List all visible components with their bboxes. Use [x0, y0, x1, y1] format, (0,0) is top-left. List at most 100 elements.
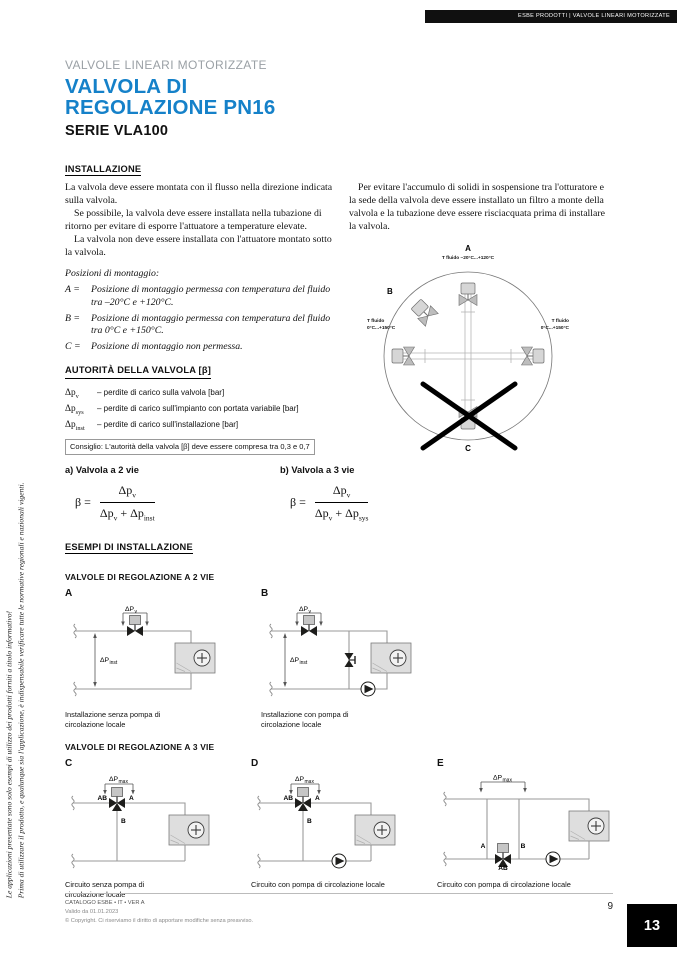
- dp-max-sub: max: [119, 778, 129, 784]
- formula-three-way-label: b) Valvola a 3 vie: [280, 464, 355, 475]
- def-row-dpsys: Δpsys – perdite di carico sull'impianto …: [65, 403, 333, 417]
- formula-three-way: b) Valvola a 3 vie β = Δpv Δpv + Δpsys: [280, 464, 369, 523]
- dp-max-label: ΔP: [493, 774, 503, 781]
- diagram-e: E: [437, 758, 613, 900]
- dp-max-sub: max: [503, 777, 513, 783]
- fraction: Δpv Δpv + Δpinst: [99, 483, 155, 523]
- control-valve-icon: [126, 614, 144, 637]
- installazione-right-column: Per evitare l'accumulo di solidi in sosp…: [349, 182, 612, 459]
- pipe-cross: [403, 289, 533, 422]
- position-item-b: B = Posizione di montaggio permessa con …: [65, 313, 333, 339]
- two-way-diagrams-row: A: [65, 588, 612, 730]
- mounting-label-b: B: [387, 287, 393, 296]
- dp-valve-dimension-arrow: [121, 612, 149, 626]
- beta-equals: β =: [75, 495, 91, 510]
- dp-max-label: ΔP: [109, 776, 119, 783]
- three-way-schematic-d: ΔP max AB A B: [257, 776, 396, 869]
- dp-inst-label: ΔP: [100, 657, 110, 664]
- control-valve-icon: [300, 614, 318, 637]
- autorita-heading: AUTORITÀ DELLA VALVOLA [β]: [65, 364, 212, 379]
- def-row-dpv: Δpv – perdite di carico sulla valvola [b…: [65, 387, 333, 401]
- footer-validity-line: Valido da 01.01.2023: [65, 908, 119, 915]
- dp-inst-dimension-arrow: [93, 632, 97, 687]
- delta-p-inst-symbol: Δpinst: [65, 419, 85, 432]
- diagram-c: C: [65, 758, 241, 900]
- dp-max-sub: max: [305, 778, 315, 784]
- three-way-valve-icon: [494, 842, 512, 868]
- beta-equals: β =: [290, 495, 306, 510]
- diagram-caption: Installazione senza pompa di circolazion…: [65, 709, 161, 729]
- port-ab-label: AB: [283, 795, 293, 802]
- port-b-label: B: [121, 818, 126, 825]
- three-way-schematic-e: ΔP max A B AB: [443, 774, 610, 872]
- valve-position-b-left-icon: [391, 346, 415, 366]
- dp-v-label: ΔP: [299, 606, 309, 613]
- two-way-subheading: VALVOLE DI REGOLAZIONE A 2 VIE: [65, 571, 215, 582]
- series-title: SERIE VLA100: [65, 123, 169, 140]
- side-disclaimer: Le applicazioni presentate sono solo ese…: [4, 482, 28, 898]
- port-b-label: B: [307, 818, 312, 825]
- diagram-letter: A: [65, 587, 73, 599]
- three-way-schematic-c: ΔP max AB A B: [71, 776, 210, 869]
- formula-two-way-expression: β = Δpv Δpv + Δpinst: [75, 483, 280, 523]
- diagram-b: B: [261, 588, 443, 730]
- chapter-tab: 13: [627, 904, 677, 947]
- position-key: B =: [65, 312, 81, 324]
- side-disclaimer-line2: Prima di utilizzare il prodotto, e qualu…: [16, 482, 26, 898]
- dp-max-dimension-arrow: [289, 783, 321, 795]
- fraction: Δpv Δpv + Δpsys: [314, 483, 369, 523]
- mounting-circle: [383, 271, 553, 441]
- fan-coil-unit-icon: [370, 642, 412, 674]
- section-esempi: ESEMPI DI INSTALLAZIONE VALVOLE DI REGOL…: [65, 537, 612, 900]
- page-header-bar: ESBE PRODOTTI | VALVOLE LINEARI MOTORIZZ…: [425, 10, 677, 23]
- dp-inst-label: ΔP: [290, 657, 300, 664]
- position-text: Posizione di montaggio permessa con temp…: [91, 283, 331, 308]
- breadcrumb: ESBE PRODOTTI | VALVOLE LINEARI MOTORIZZ…: [518, 13, 670, 19]
- fraction-numerator: Δpv: [99, 483, 155, 504]
- mounting-label-c: C: [465, 444, 471, 453]
- mounting-label-a: A: [465, 244, 471, 253]
- three-way-diagrams-row: C: [65, 758, 612, 900]
- pump-icon: [331, 853, 347, 869]
- formula-two-way-label: a) Valvola a 2 vie: [65, 464, 139, 475]
- three-way-valve-icon: [108, 786, 126, 812]
- mounting-temp-left-line1: T fluido: [367, 318, 384, 324]
- port-ab-label: AB: [498, 865, 508, 871]
- def-desc: – perdite di carico sulla valvola [bar]: [97, 387, 225, 397]
- position-item-a: A = Posizione di montaggio permessa con …: [65, 284, 333, 310]
- dp-max-dimension-arrow: [479, 781, 527, 793]
- mounting-temp-top: T fluido –20°C...+120°C: [442, 255, 495, 261]
- diagram-a: A: [65, 588, 247, 730]
- def-desc: – perdite di carico sull'impianto con po…: [97, 403, 299, 413]
- dp-max-dimension-arrow: [103, 783, 135, 795]
- port-a-label: A: [129, 795, 134, 802]
- page-number: 9: [607, 901, 613, 912]
- dp-inst-sub: inst: [110, 659, 118, 665]
- footer-divider: [65, 893, 613, 894]
- two-way-schematic-b: ΔP v ΔP inst: [269, 606, 412, 697]
- category-kicker: VALVOLE LINEARI MOTORIZZATE: [65, 58, 267, 72]
- balancing-valve-icon: [343, 651, 356, 668]
- diagram-letter: D: [251, 757, 259, 769]
- position-item-c: C = Posizione di montaggio non permessa.: [65, 341, 333, 354]
- mounting-positions-diagram: A T fluido –20°C...+120°C B T fluido 0°C…: [367, 244, 570, 453]
- section-autorita: AUTORITÀ DELLA VALVOLA [β] Δpv – perdite…: [65, 364, 333, 455]
- installazione-paragraph-1: La valvola deve essere montata con il fl…: [65, 182, 333, 207]
- fan-coil-unit-icon: [168, 814, 210, 846]
- port-a-label: A: [315, 795, 320, 802]
- page-title: VALVOLA DI REGOLAZIONE PN16: [65, 76, 612, 118]
- dp-inst-dimension-arrow: [283, 632, 287, 687]
- pump-icon: [360, 681, 376, 697]
- dp-v-sub: v: [135, 608, 138, 614]
- esempi-heading: ESEMPI DI INSTALLAZIONE: [65, 541, 193, 554]
- diagram-letter: E: [437, 757, 444, 769]
- footer: CATALOGO ESBE • IT • VER A Valido da 01.…: [65, 899, 253, 925]
- dp-valve-dimension-arrow: [295, 612, 323, 626]
- position-text: Posizione di montaggio permessa con temp…: [91, 312, 331, 337]
- position-key: A =: [65, 283, 80, 295]
- installazione-paragraph-2: Se possibile, la valvola deve essere ins…: [65, 208, 322, 232]
- dp-v-sub: v: [309, 608, 312, 614]
- fraction-denominator: Δpv + Δpinst: [99, 506, 155, 523]
- fan-coil-unit-icon: [568, 810, 610, 842]
